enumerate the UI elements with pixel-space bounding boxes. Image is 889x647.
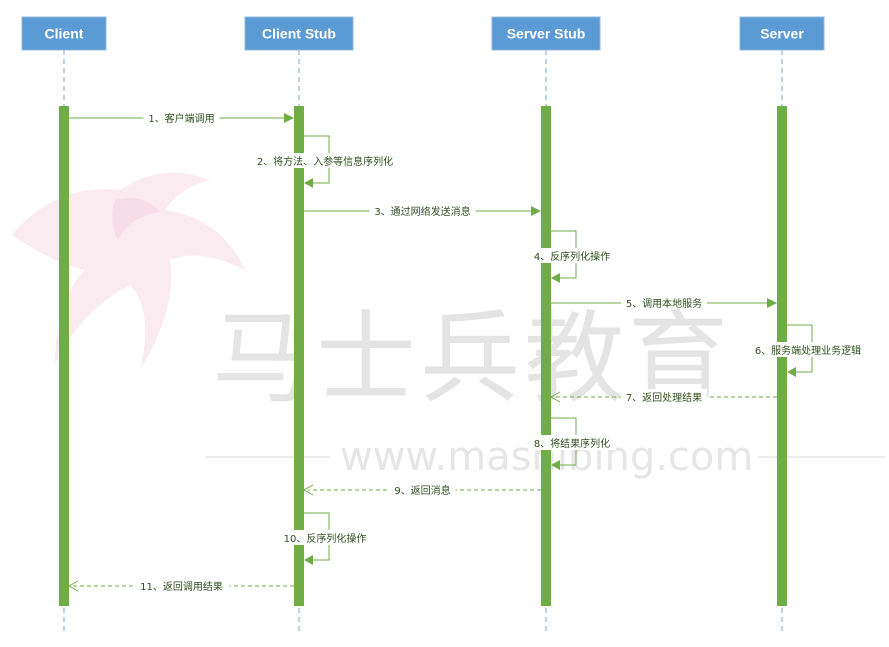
arrowhead: [549, 391, 561, 403]
messages: 1、客户端调用 2、将方法、入参等信息序列化 3、通过网络发送消息 4、反序列化操作 5…: [67, 110, 867, 593]
arrowhead: [551, 460, 560, 470]
message-label: 9、返回消息: [394, 484, 450, 497]
message-label: 10、反序列化操作: [284, 532, 367, 545]
message-7: 7、返回处理结果: [549, 389, 777, 404]
arrowhead: [302, 484, 314, 496]
actor-box-client: [21, 16, 107, 51]
activation-client-stub: [294, 106, 304, 606]
message-label: 4、反序列化操作: [534, 250, 610, 263]
activation-server-stub: [541, 106, 551, 606]
actor-label-client-stub: Client Stub: [262, 26, 336, 42]
actor-box-server: [739, 16, 825, 51]
message-11: 11、返回调用结果: [67, 578, 294, 593]
label-background: [528, 435, 616, 450]
actors: Client Client Stub Server Stub Server: [21, 16, 825, 51]
message-label: 5、调用本地服务: [626, 297, 702, 310]
actor-label-server-stub: Server Stub: [507, 26, 586, 42]
actor-label-server: Server: [760, 26, 804, 42]
label-background: [621, 295, 707, 309]
arrowhead: [304, 178, 313, 188]
message-label: 7、返回处理结果: [626, 391, 702, 404]
message-9: 9、返回消息: [302, 482, 541, 497]
arrowhead: [531, 206, 541, 216]
message-label: 1、客户端调用: [148, 112, 214, 125]
message-1: 1、客户端调用: [69, 110, 294, 125]
arrowhead: [787, 367, 796, 377]
actor-server-stub: Server Stub: [491, 16, 601, 51]
message-6: 6、服务端处理业务逻辑: [749, 324, 867, 377]
label-background: [749, 342, 867, 357]
arrowhead: [767, 298, 777, 308]
actor-client-stub: Client Stub: [244, 16, 354, 51]
label-background: [276, 530, 374, 545]
message-10: 10、反序列化操作: [276, 512, 374, 565]
message-4: 4、反序列化操作: [528, 230, 616, 283]
message-label: 11、返回调用结果: [140, 580, 223, 593]
arrowhead: [284, 113, 294, 123]
label-background: [528, 248, 616, 263]
label-background: [389, 482, 456, 496]
message-label: 3、通过网络发送消息: [374, 205, 470, 218]
label-background: [143, 110, 220, 124]
actor-server: Server: [739, 16, 825, 51]
label-background: [251, 153, 399, 168]
activation-client: [59, 106, 69, 606]
message-2: 2、将方法、入参等信息序列化: [251, 135, 399, 188]
message-label: 2、将方法、入参等信息序列化: [257, 155, 393, 168]
arrowhead: [304, 555, 313, 565]
label-background: [621, 389, 707, 403]
actor-box-client-stub: [244, 16, 354, 51]
actor-box-server-stub: [491, 16, 601, 51]
arrowhead: [551, 273, 560, 283]
watermark: 马士兵教育 www.mashibing.com: [12, 172, 885, 480]
label-background: [133, 578, 230, 592]
message-label: 6、服务端处理业务逻辑: [755, 344, 861, 357]
actor-label-client: Client: [45, 26, 84, 42]
label-background: [369, 203, 476, 217]
arrowhead: [67, 580, 79, 592]
message-8: 8、将结果序列化: [528, 417, 616, 470]
message-5: 5、调用本地服务: [551, 295, 777, 310]
message-3: 3、通过网络发送消息: [304, 203, 541, 218]
actor-client: Client: [21, 16, 107, 51]
watermark-logo-icon: [12, 172, 245, 370]
message-label: 8、将结果序列化: [534, 437, 610, 450]
